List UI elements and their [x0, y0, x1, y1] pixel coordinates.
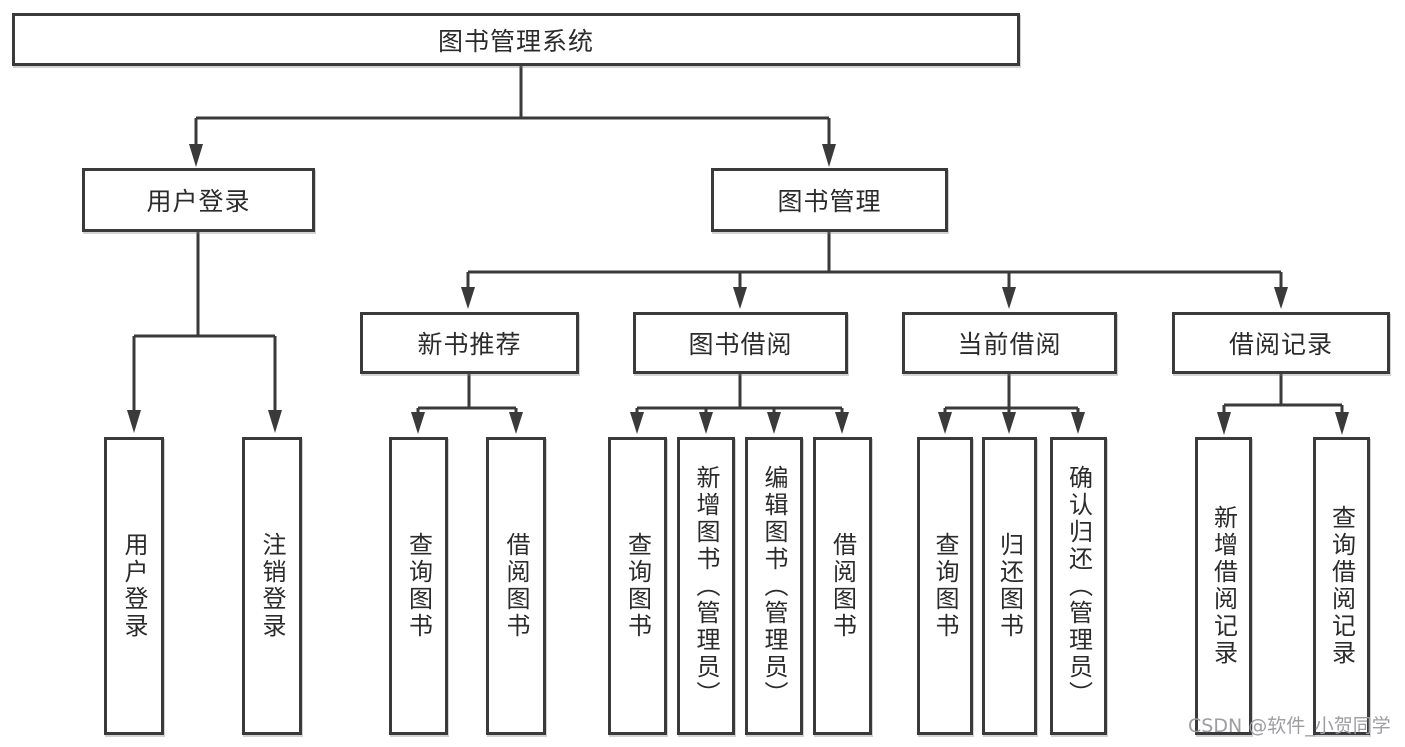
leaf-query-borrow-record: 查询借阅记录	[1313, 437, 1370, 735]
leaf-edit-book-admin: 编辑图书（管理员）	[745, 437, 803, 735]
leaf-return-book: 归还图书	[982, 437, 1037, 735]
node-borrowing-records: 借阅记录	[1172, 312, 1390, 374]
leaf-logout: 注销登录	[242, 437, 302, 735]
leaf-borrow-books-recommend: 借阅图书	[486, 437, 546, 735]
leaf-query-books-recommend: 查询图书	[389, 437, 448, 735]
leaf-user-login: 用户登录	[104, 437, 164, 735]
node-user-login: 用户登录	[82, 168, 315, 232]
node-book-management: 图书管理	[711, 168, 948, 232]
leaf-add-borrow-record: 新增借阅记录	[1195, 437, 1252, 735]
leaf-confirm-return-admin: 确认归还（管理员）	[1050, 437, 1107, 735]
node-root: 图书管理系统	[12, 13, 1020, 66]
leaf-query-books-current: 查询图书	[917, 437, 973, 735]
node-new-book-recommendation: 新书推荐	[360, 312, 579, 374]
leaf-query-books-borrow: 查询图书	[608, 437, 667, 735]
leaf-add-book-admin: 新增图书（管理员）	[677, 437, 735, 735]
node-current-borrowing: 当前借阅	[902, 312, 1117, 374]
leaf-borrow-books: 借阅图书	[813, 437, 872, 735]
watermark: CSDN @软件_小贺同学	[1188, 715, 1391, 737]
node-book-borrowing: 图书借阅	[633, 312, 848, 374]
